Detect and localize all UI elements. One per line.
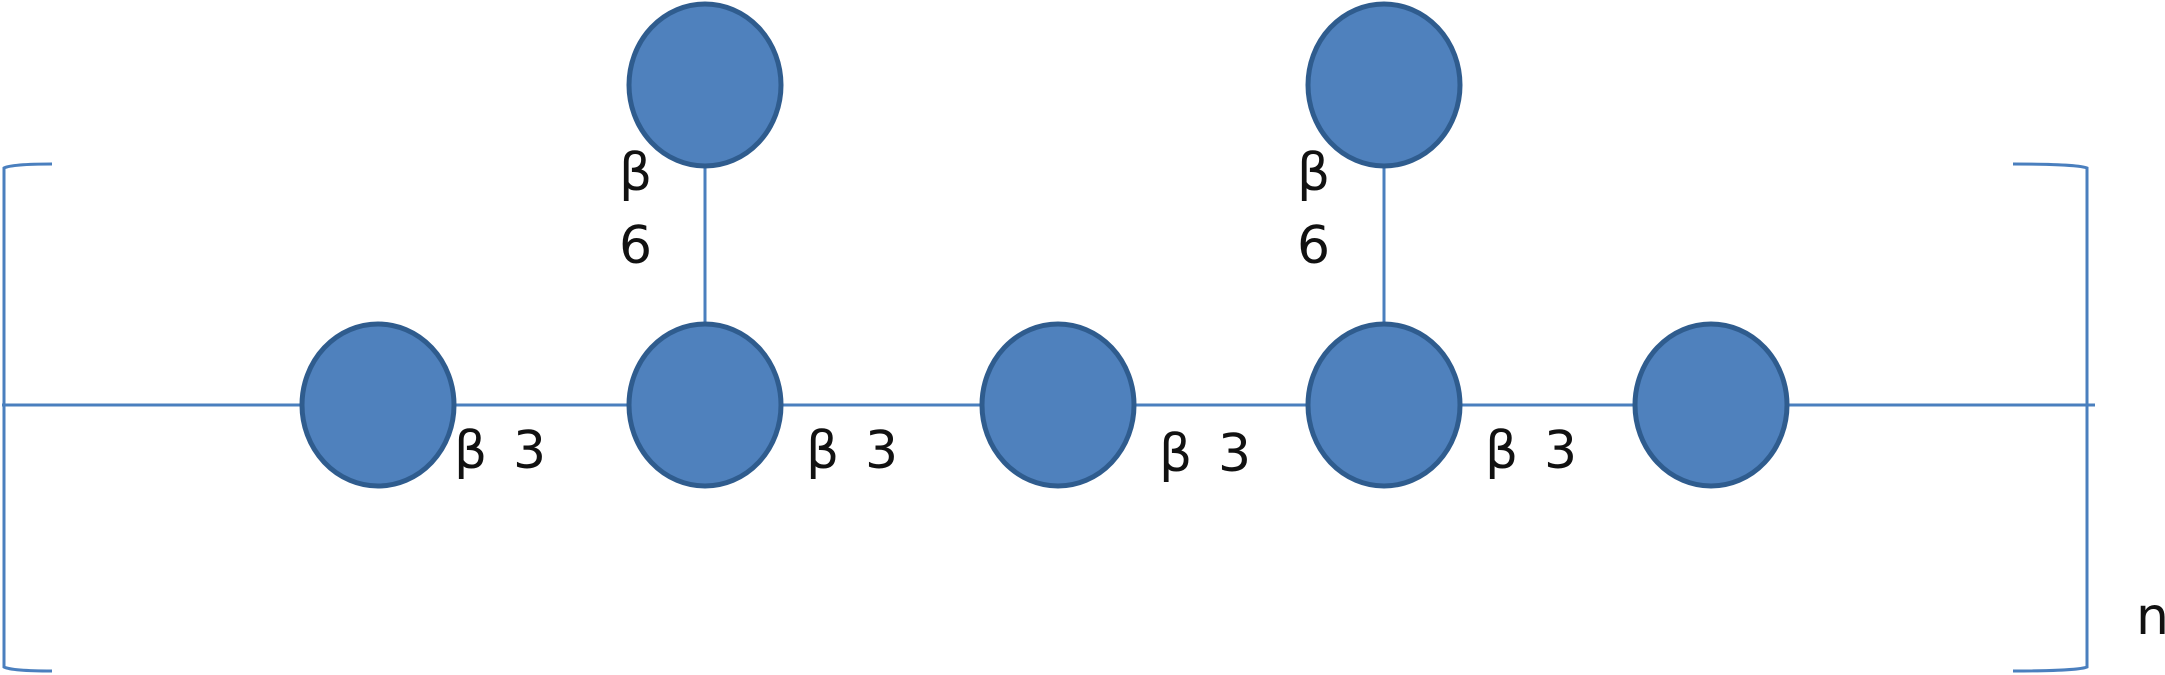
sugar-unit <box>626 321 784 489</box>
branch-linkage-number: 6 <box>1297 216 1330 276</box>
repeat-count-label: n <box>2136 587 2165 647</box>
linkage-beta: β <box>1485 421 1518 481</box>
branch-linkage-beta: β <box>619 143 652 203</box>
sugar-unit <box>979 321 1137 489</box>
linkage-number: 3 <box>513 421 546 481</box>
linkage-beta: β <box>806 421 839 481</box>
linkage-number: 3 <box>865 421 898 481</box>
branch-sugar-unit <box>626 1 784 169</box>
branch-sugar-unit <box>1305 1 1463 169</box>
sugar-unit <box>1632 321 1790 489</box>
branch-linkage-number: 6 <box>619 216 652 276</box>
left-bracket <box>2 162 53 673</box>
branch-linkage-beta: β <box>1297 143 1330 203</box>
linkage-number: 3 <box>1218 424 1251 484</box>
sugar-unit <box>299 321 457 489</box>
sugar-unit <box>1305 321 1463 489</box>
linkage-beta: β <box>454 421 487 481</box>
right-bracket <box>2012 162 2089 673</box>
linkage-number: 3 <box>1544 421 1577 481</box>
linkage-beta: β <box>1159 424 1192 484</box>
